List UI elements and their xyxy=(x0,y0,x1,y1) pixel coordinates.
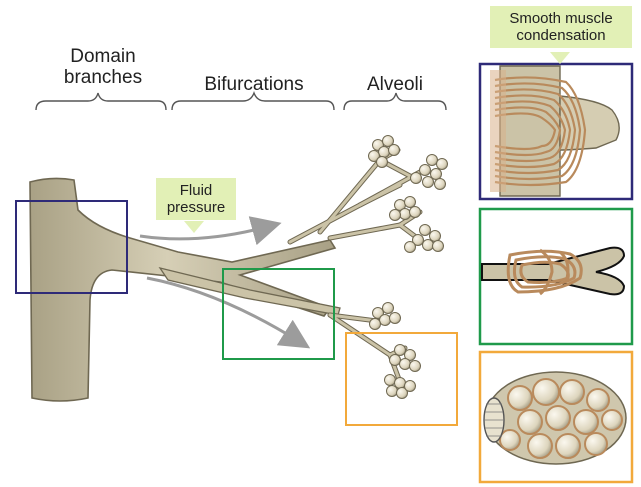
callout-fluid-pressure-tail xyxy=(184,221,204,233)
callout-smooth-muscle: Smooth muscle condensation xyxy=(490,6,632,48)
label-domain-branches: Domain branches xyxy=(38,46,168,88)
label-alveoli: Alveoli xyxy=(340,74,450,95)
brace-alveoli xyxy=(344,93,446,110)
label-bifurcations: Bifurcations xyxy=(174,74,334,95)
callout-fluid-pressure: Fluid pressure xyxy=(156,178,236,220)
brace-bifurcations xyxy=(172,93,334,110)
alveolar-sac-icon xyxy=(484,372,626,464)
callout-smooth-muscle-tail xyxy=(550,52,570,64)
brace-domain-branches xyxy=(36,93,166,110)
